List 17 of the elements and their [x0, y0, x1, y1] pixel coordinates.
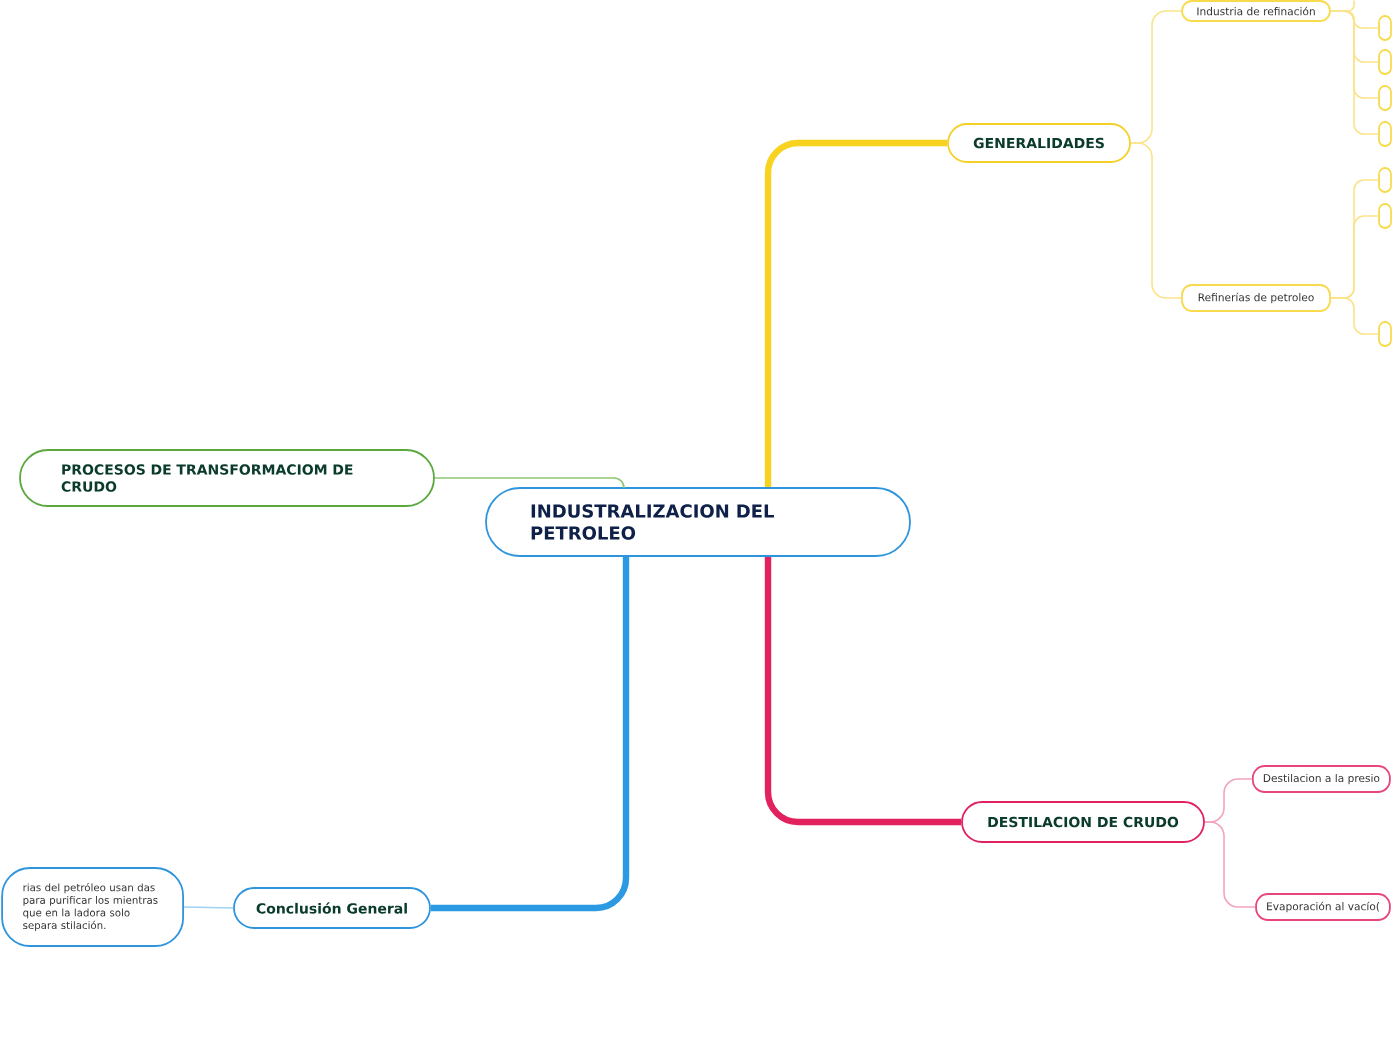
subtopic-box	[1378, 49, 1392, 75]
central-topic-box: INDUSTRALIZACION DEL PETROLEO	[485, 487, 911, 557]
branch-line	[183, 906, 234, 909]
branch-line	[764, 139, 948, 488]
subtopic-box	[1378, 321, 1392, 347]
branch-line	[434, 477, 625, 489]
branch-line	[1330, 10, 1379, 135]
subtopic-box	[1378, 203, 1392, 229]
branch-line	[1330, 297, 1379, 335]
branch-line	[764, 556, 962, 826]
branch-line	[430, 556, 630, 912]
subtopic-box	[1378, 15, 1392, 41]
branch-line	[1130, 142, 1182, 299]
subtopic-box	[1378, 121, 1392, 147]
subtopic-box	[1378, 85, 1392, 111]
branch-line	[1204, 821, 1256, 908]
subtopic-box	[1378, 167, 1392, 193]
